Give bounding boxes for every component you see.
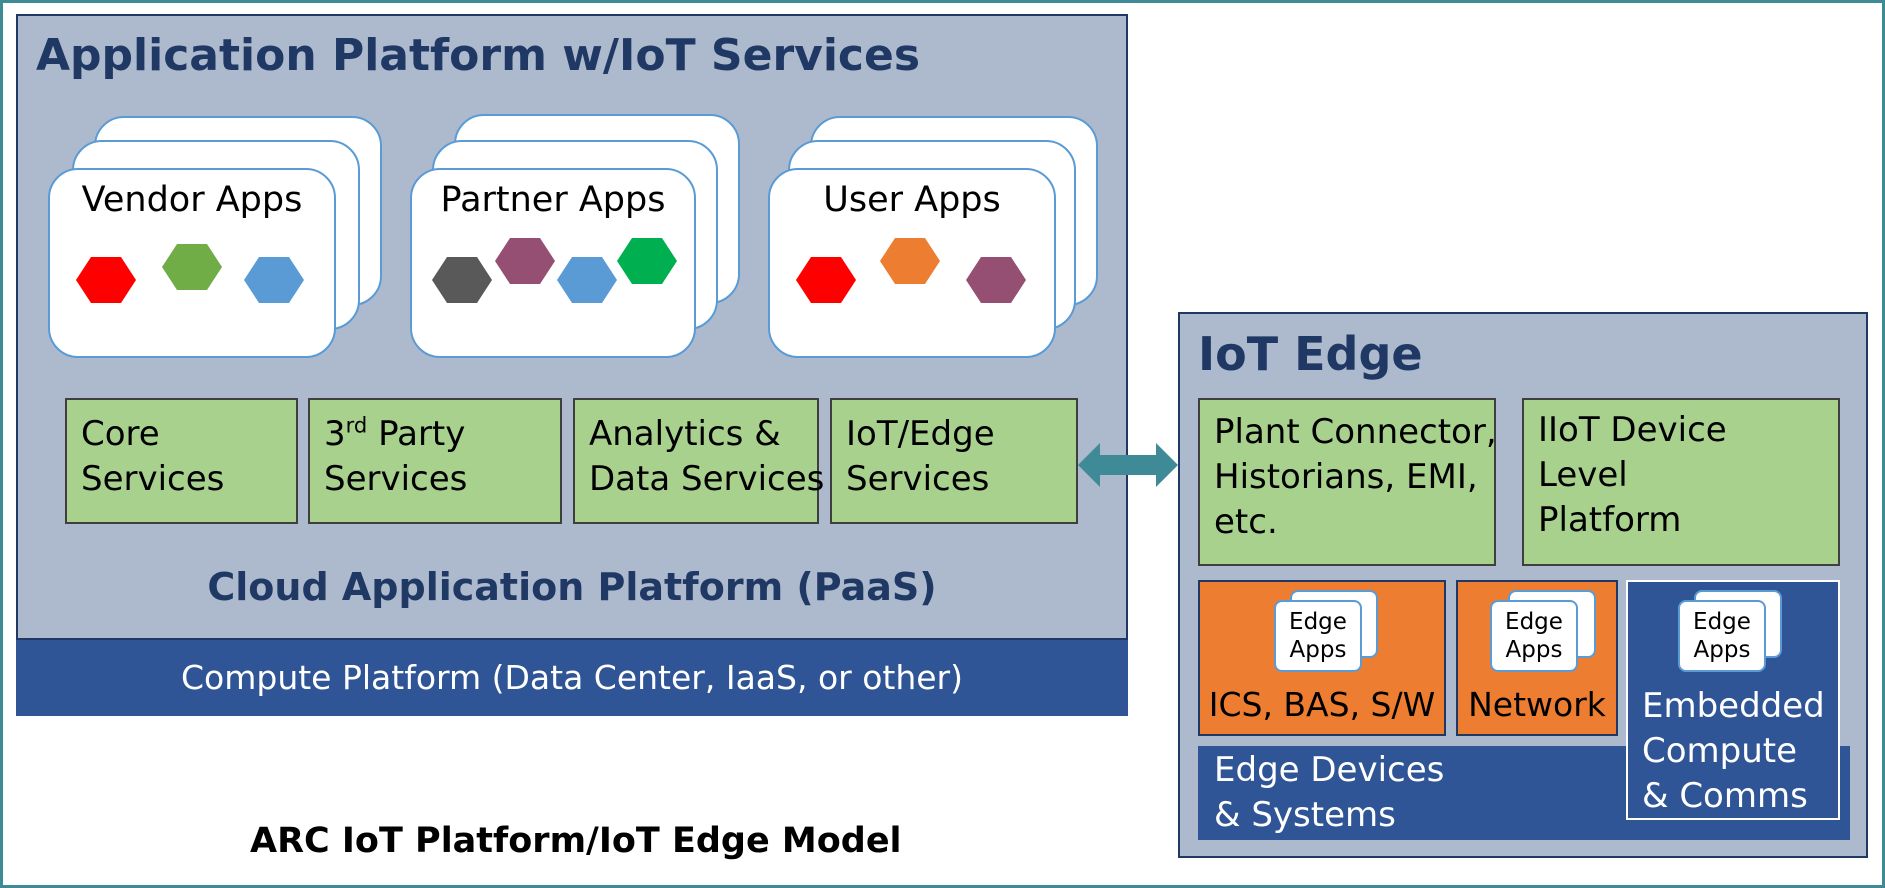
service-line: Services xyxy=(324,459,468,499)
paas-label: Cloud Application Platform (PaaS) xyxy=(207,565,937,609)
embedded-compute-box: Embedded Compute & Comms xyxy=(1626,580,1840,820)
edge-apps-card: Edge Apps xyxy=(1274,600,1362,672)
app-hexagon-green xyxy=(617,238,677,284)
service-line: Services xyxy=(81,459,225,499)
edge-apps-line: Edge xyxy=(1505,609,1563,635)
compute-platform-bar: Compute Platform (Data Center, IaaS, or … xyxy=(16,640,1128,716)
iiot-line: Level xyxy=(1538,455,1628,495)
edge-devices-line: & Systems xyxy=(1214,795,1396,835)
network-label: Network xyxy=(1468,685,1606,724)
edge-apps-line: Edge xyxy=(1693,609,1751,635)
service-line-rest: Party xyxy=(367,414,466,454)
partner-apps-hexagons xyxy=(432,238,677,303)
edge-apps-card: Edge Apps xyxy=(1678,600,1766,672)
compute-platform-label: Compute Platform (Data Center, IaaS, or … xyxy=(181,658,963,697)
iot-edge-services-box: IoT/Edge Services xyxy=(830,398,1078,524)
core-services-box: Core Services xyxy=(65,398,298,524)
service-line: Data Services xyxy=(589,459,825,499)
user-apps-label: User Apps xyxy=(823,180,1001,220)
plant-line: Plant Connector, xyxy=(1214,412,1497,452)
ics-bas-label: ICS, BAS, S/W xyxy=(1208,685,1436,724)
platform-title: Application Platform w/IoT Services xyxy=(36,30,921,81)
edge-apps-line: Apps xyxy=(1505,637,1563,663)
iiot-device-platform-box: IIoT Device Level Platform xyxy=(1522,398,1840,566)
embedded-line: Embedded xyxy=(1642,686,1825,726)
app-hexagon-plum xyxy=(966,257,1026,303)
service-line: Core xyxy=(81,414,160,454)
double-arrow-connector xyxy=(1078,443,1178,487)
iiot-line: IIoT Device xyxy=(1538,410,1727,450)
double-arrow-shape xyxy=(1078,443,1178,487)
app-hexagon-orange xyxy=(880,238,940,284)
diagram-caption: ARC IoT Platform/IoT Edge Model xyxy=(250,821,902,861)
app-hexagon-green xyxy=(162,244,222,290)
app-hexagon-blue xyxy=(244,257,304,303)
embedded-line: & Comms xyxy=(1642,776,1808,816)
plant-line: Historians, EMI, xyxy=(1214,457,1478,497)
third-party-services-box: 3rd Party Services xyxy=(308,398,562,524)
partner-apps-label: Partner Apps xyxy=(440,180,666,220)
iiot-line: Platform xyxy=(1538,500,1682,540)
edge-devices-line: Edge Devices xyxy=(1214,750,1445,790)
app-hexagon-gray xyxy=(432,257,492,303)
service-line: Services xyxy=(846,459,990,499)
service-line: IoT/Edge xyxy=(846,414,995,454)
service-line: 3rd Party xyxy=(324,412,546,457)
vendor-apps-label: Vendor Apps xyxy=(81,180,303,220)
app-hexagon-blue xyxy=(557,257,617,303)
app-hexagon-red xyxy=(796,257,856,303)
vendor-apps-hexagons xyxy=(76,244,304,303)
user-apps-hexagons xyxy=(796,238,1026,303)
edge-apps-line: Apps xyxy=(1693,637,1751,663)
edge-apps-line: Apps xyxy=(1289,637,1347,663)
analytics-data-services-box: Analytics & Data Services xyxy=(573,398,825,524)
service-line-number: 3 xyxy=(324,414,346,454)
plant-connector-box: Plant Connector, Historians, EMI, etc. xyxy=(1198,398,1497,566)
edge-apps-line: Edge xyxy=(1289,609,1347,635)
app-hexagon-red xyxy=(76,257,136,303)
service-line: Analytics & xyxy=(589,414,781,454)
edge-apps-card: Edge Apps xyxy=(1490,600,1578,672)
ordinal-superscript: rd xyxy=(345,412,368,438)
plant-line: etc. xyxy=(1214,502,1278,542)
iot-edge-title: IoT Edge xyxy=(1198,327,1423,381)
app-hexagon-plum xyxy=(495,238,555,284)
embedded-line: Compute xyxy=(1642,731,1798,771)
